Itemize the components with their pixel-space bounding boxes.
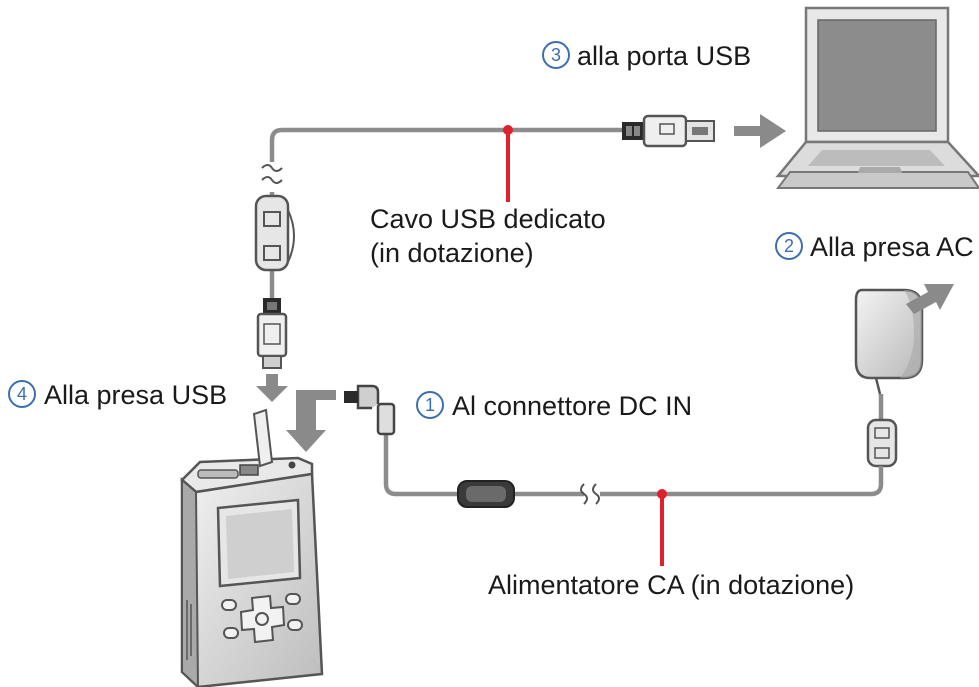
step-number-circle <box>8 380 36 408</box>
callout-usb-cable <box>503 125 513 202</box>
step-text: Alla presa USB <box>44 380 227 410</box>
ac-adapter <box>854 288 924 468</box>
laptop-computer <box>775 6 979 189</box>
ferrite-core <box>254 194 290 272</box>
cable-break-mark <box>580 483 600 505</box>
usb-cable-caption-line2: (in dotazione) <box>370 238 534 268</box>
step-text: Alla presa AC <box>810 232 974 262</box>
ferrite-core <box>866 418 898 468</box>
step-number-circle <box>542 41 570 69</box>
ac-adapter-caption: Alimentatore CA (in dotazione) <box>488 570 854 600</box>
step-number: 3 <box>551 45 561 65</box>
arrow-to-laptop <box>734 114 786 148</box>
dc-plug <box>344 384 396 436</box>
cable-break-mark <box>261 164 283 184</box>
mini-usb-plug <box>256 298 288 369</box>
step-number: 4 <box>17 384 27 404</box>
portable-device <box>180 408 324 687</box>
step-1-label: 1 Al connettore DC IN <box>416 391 692 421</box>
step-number-circle <box>416 391 444 419</box>
step-text: alla porta USB <box>577 41 751 71</box>
device-control-pad <box>221 593 303 644</box>
usb-a-plug <box>622 114 715 148</box>
arrow-to-outlet <box>906 284 954 314</box>
step-3-label: 3 alla porta USB <box>542 41 751 71</box>
arrow-to-device-dc <box>286 390 336 452</box>
arrow-to-device-usb <box>256 374 288 402</box>
step-4-label: 4 Alla presa USB <box>8 380 227 410</box>
callout-ac-adapter <box>657 489 667 566</box>
ac-cable <box>344 384 884 508</box>
step-number: 1 <box>425 395 435 415</box>
usb-cable <box>254 114 715 369</box>
step-text: Al connettore DC IN <box>452 391 692 421</box>
step-number-circle <box>775 232 803 260</box>
step-number: 2 <box>784 236 794 256</box>
step-2-label: 2 Alla presa AC <box>775 232 974 262</box>
usb-cable-caption-line1: Cavo USB dedicato <box>370 204 606 234</box>
